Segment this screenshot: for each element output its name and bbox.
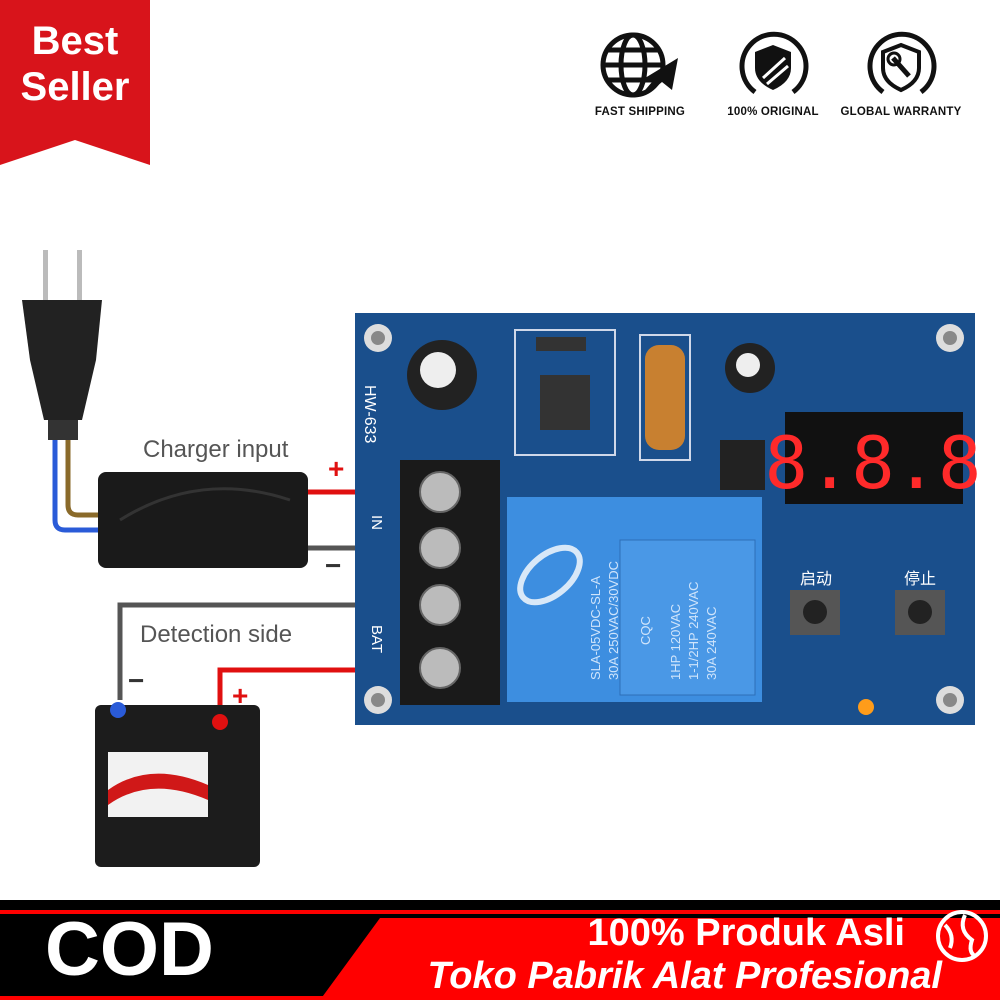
led-display: 8.8.8	[765, 421, 982, 505]
battery-minus-sign: −	[128, 665, 144, 696]
charger-minus-sign: −	[325, 550, 341, 581]
promo-line-2: Toko Pabrik Alat Profesional	[427, 955, 942, 997]
relay-cert-mark: CQC	[638, 616, 653, 645]
feature-label: 100% ORIGINAL	[727, 106, 819, 118]
relay-model: SLA-05VDC-SL-A	[588, 576, 603, 680]
feature-fast-shipping: FAST SHIPPING	[575, 30, 705, 118]
watermark-logo	[517, 544, 583, 606]
charger-input-label: Charger input	[143, 436, 289, 463]
terminal-in-label: IN	[368, 515, 385, 530]
globe-logo-icon	[936, 910, 988, 962]
feature-original: 100% ORIGINAL	[708, 30, 838, 118]
pcb-board: 8.8.8 启动 停止 HW-633 IN BAT SLA-05VDC-SL-A…	[355, 313, 981, 725]
charger-box	[98, 472, 308, 568]
promo-line-1: 100% Produk Asli	[587, 912, 906, 954]
relay-rating-3: 1-1/2HP 240VAC	[686, 581, 701, 680]
feature-label: FAST SHIPPING	[594, 106, 686, 118]
cables	[52, 440, 420, 720]
start-label: 启动	[800, 570, 832, 588]
relay-rating-2: 1HP 120VAC	[668, 604, 683, 680]
battery-plus-sign: +	[232, 680, 248, 711]
relay-rating-1: 30A 250VAC/30VDC	[606, 561, 621, 680]
stop-label: 停止	[904, 570, 936, 588]
shield-icon	[739, 31, 809, 95]
feature-warranty: GLOBAL WARRANTY	[836, 30, 966, 118]
detection-side-label: Detection side	[140, 621, 292, 648]
board-model-label: HW-633	[361, 385, 378, 443]
feature-label: GLOBAL WARRANTY	[840, 106, 962, 118]
shield-wrench-icon	[867, 31, 937, 95]
best-seller-line2: Seller	[20, 65, 130, 109]
battery	[95, 702, 260, 867]
terminal-bat-label: BAT	[368, 625, 385, 653]
best-seller-badge: Best Seller	[0, 0, 150, 165]
best-seller-line1: Best	[31, 19, 119, 63]
power-plug	[22, 250, 102, 440]
globe-airplane-icon	[600, 32, 678, 98]
relay-rating-4: 30A 240VAC	[704, 607, 719, 680]
footer-banner	[0, 900, 1000, 1000]
charger-plus-sign: +	[328, 453, 344, 484]
cod-label: COD	[45, 907, 214, 992]
